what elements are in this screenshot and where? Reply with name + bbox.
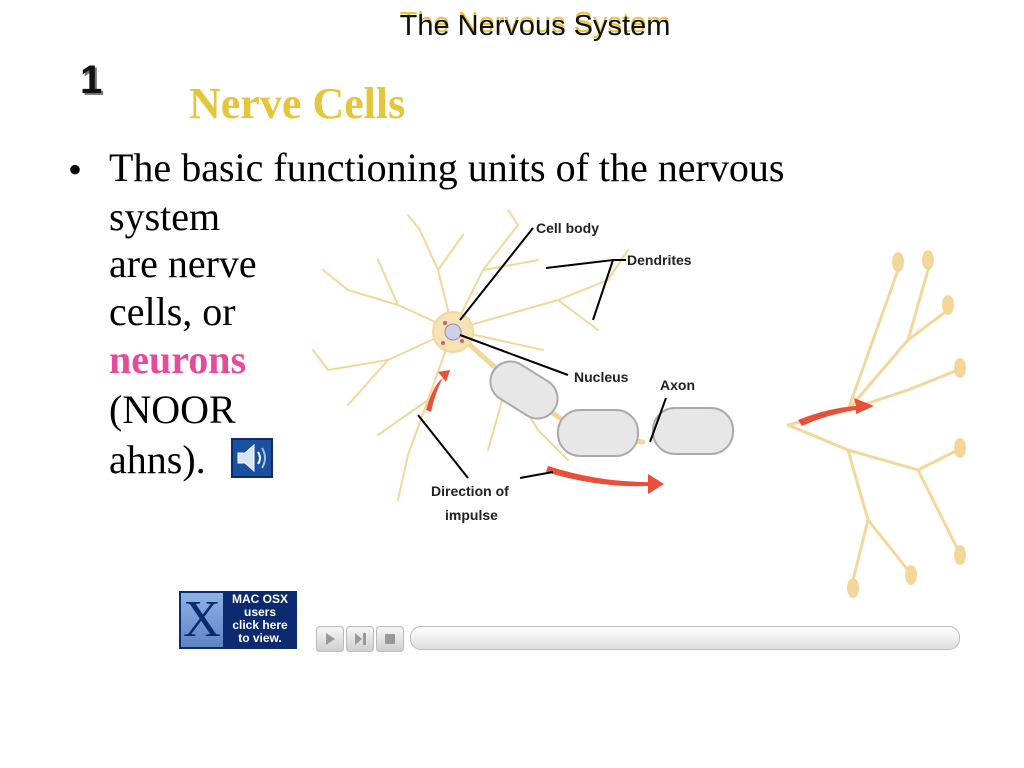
bullet-line-1: The basic functioning units of the nervo…: [109, 145, 785, 190]
chapter-title-shadow: The Nervous System: [399, 7, 671, 39]
neurons-term: neurons: [109, 337, 247, 382]
mac-x-logo: X: [181, 593, 223, 647]
bullet-line-3: are nerve: [109, 241, 257, 286]
speaker-icon[interactable]: [231, 438, 273, 478]
neuron-diagram: Cell body Dendrites Nucleus Axon Directi…: [308, 209, 976, 620]
label-axon: Axon: [660, 377, 695, 393]
label-direction-line-2: impulse: [445, 507, 498, 523]
chapter-title-text: The Nervous System: [399, 10, 671, 42]
bullet-line-2: system: [109, 194, 221, 239]
mac-osx-video-button[interactable]: X MAC OSX users click here to view.: [179, 591, 297, 649]
step-forward-icon[interactable]: [346, 626, 374, 652]
label-direction-line-1: Direction of: [431, 483, 509, 499]
stop-icon[interactable]: [376, 626, 404, 652]
pronunciation: (NOOR: [109, 387, 236, 432]
slide-title: Nerve Cells: [189, 79, 406, 128]
label-nucleus: Nucleus: [574, 369, 629, 385]
label-cell-body: Cell body: [536, 220, 599, 236]
label-dendrites: Dendrites: [627, 252, 692, 268]
progress-track[interactable]: [410, 626, 960, 650]
mac-button-text: MAC OSX users click here to view.: [231, 592, 288, 645]
bullet-dot: •: [68, 147, 83, 192]
section-number: 1: [80, 58, 103, 102]
bullet-line-4: cells, or: [109, 289, 236, 334]
play-icon[interactable]: [316, 626, 344, 652]
media-player-controls: [316, 624, 960, 652]
bullet-line-7: ahns).: [109, 437, 206, 482]
chapter-title: The Nervous System The Nervous System: [0, 7, 1024, 42]
